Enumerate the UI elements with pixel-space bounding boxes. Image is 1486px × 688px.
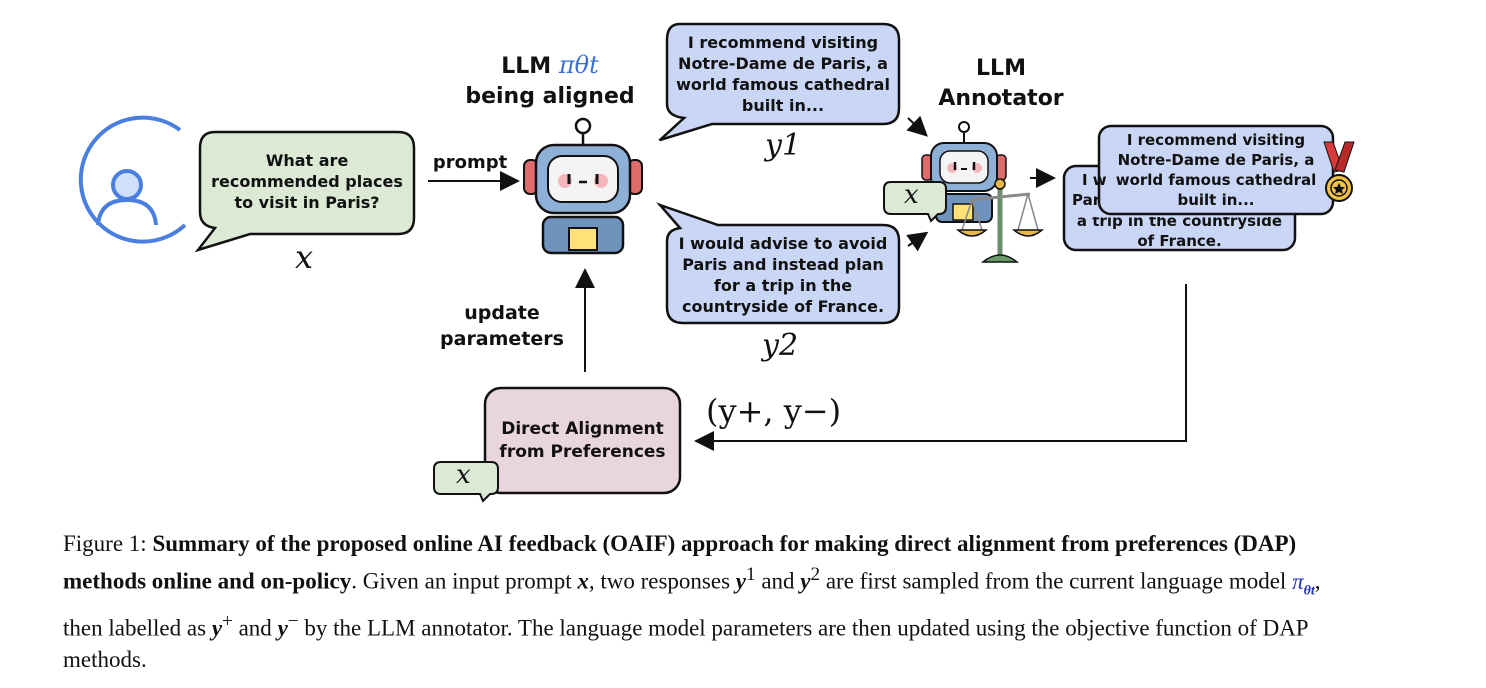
arrow-y1-to-annotator — [906, 115, 928, 137]
medal-icon — [1323, 141, 1355, 202]
ranked-back-fragment: of France. — [1137, 232, 1222, 250]
oaif-diagram: What are recommended places to visit in … — [78, 22, 1355, 503]
annotator-input-variable: x — [904, 180, 919, 210]
user-prompt-line: What are — [265, 151, 349, 170]
caption-var-x: x — [577, 568, 589, 594]
user-prompt-line: recommended places — [211, 172, 403, 191]
response-2-variable: y2 — [762, 328, 799, 363]
ranked-front-line: Notre-Dame de Paris, a — [1117, 151, 1315, 169]
annotator-robot-icon — [921, 121, 1007, 223]
prompt-variable-x: x — [295, 238, 314, 276]
caption-text: and — [232, 615, 278, 641]
llm-label: LLM — [501, 54, 552, 79]
llm-aligned-title: LLM πθt being aligned — [458, 50, 642, 112]
user-avatar-icon — [78, 115, 187, 244]
ranked-front-line: world famous cathedral — [1115, 171, 1317, 189]
feedback-arrow — [694, 284, 1187, 451]
caption-text: . Given an input prompt — [351, 568, 578, 594]
being-aligned-label: being aligned — [465, 84, 635, 109]
caption-sup-minus: − — [287, 611, 299, 633]
llm-robot-icon — [523, 117, 643, 255]
response-2-line: countryside of France. — [681, 297, 885, 316]
response-2-line: for a trip in the — [713, 276, 853, 295]
caption-text: , two responses — [588, 568, 736, 594]
caption-sup-2: 2 — [810, 564, 821, 585]
response-1-text: I recommend visiting Notre-Dame de Paris… — [667, 32, 899, 116]
response-2-bubble — [655, 202, 901, 325]
preference-pair-label: (y+, y−) — [706, 392, 842, 430]
figure-caption: Figure 1: Summary of the proposed online… — [63, 528, 1363, 675]
annotator-title: LLM Annotator — [930, 54, 1072, 114]
response-1-variable: y1 — [765, 128, 802, 163]
dap-text: Direct Alignment from Preferences — [485, 418, 680, 464]
caption-text: by the LLM annotator. The language model… — [63, 615, 1308, 672]
caption-text: are first sampled from the current langu… — [820, 568, 1293, 594]
response-1-line: built in... — [741, 96, 825, 115]
update-parameters-label: update parameters — [436, 300, 568, 352]
response-1-bubble — [659, 22, 901, 142]
caption-var-y2: y — [800, 568, 811, 594]
response-2-text: I would advise to avoid Paris and instea… — [667, 233, 899, 317]
ranked-back-fragment: I w — [1082, 171, 1107, 189]
ranked-back-fragment: a trip in the countryside — [1076, 212, 1283, 230]
diagram-canvas — [78, 22, 1355, 503]
caption-var-yplus: y — [211, 615, 223, 641]
dap-line: from Preferences — [499, 442, 666, 462]
response-2-line: I would advise to avoid — [678, 234, 888, 253]
caption-text: , then labelled as — [63, 568, 1321, 641]
user-prompt-bubble — [194, 130, 416, 253]
caption-sub-pi: θt — [1303, 583, 1315, 599]
ranked-front-line: I recommend visiting — [1126, 131, 1306, 149]
caption-bold-title: Summary of the proposed online AI feedba… — [63, 531, 1297, 594]
dap-input-tag — [433, 461, 499, 503]
user-prompt-text: What are recommended places to visit in … — [200, 150, 414, 213]
update-label-line: parameters — [440, 328, 564, 350]
annotator-llm-label: LLM — [976, 56, 1026, 81]
policy-symbol: πθt — [558, 51, 599, 79]
ranked-front-line: built in... — [1177, 191, 1255, 209]
caption-var-y1: y — [735, 568, 746, 594]
response-1-line: I recommend visiting — [687, 33, 879, 52]
update-label-line: update — [464, 302, 540, 324]
annotator-input-tag — [883, 181, 947, 223]
caption-var-pi: π — [1292, 568, 1304, 594]
user-prompt-line: to visit in Paris? — [234, 193, 380, 212]
dap-input-variable: x — [456, 460, 471, 490]
response-1-line: world famous cathedral — [676, 75, 890, 94]
response-2-line: Paris and instead plan — [682, 255, 884, 274]
balance-scale-icon — [955, 178, 1045, 263]
dap-box — [483, 386, 682, 495]
caption-policy: πθt — [1292, 568, 1315, 599]
dap-line: Direct Alignment — [501, 419, 664, 439]
caption-text: and — [755, 568, 801, 594]
ranked-front-text: I recommend visiting Notre-Dame de Paris… — [1099, 130, 1333, 210]
response-1-line: Notre-Dame de Paris, a — [678, 54, 888, 73]
figure-label: Figure 1: — [63, 531, 147, 556]
arrow-y2-to-annotator — [906, 231, 929, 252]
caption-var-yminus: y — [277, 615, 288, 641]
caption-sup-plus: + — [222, 611, 233, 633]
ranked-back-fragment: Par — [1072, 191, 1101, 209]
prompt-label: prompt — [432, 152, 508, 173]
annotator-label: Annotator — [938, 86, 1064, 111]
caption-sup-1: 1 — [746, 564, 756, 585]
